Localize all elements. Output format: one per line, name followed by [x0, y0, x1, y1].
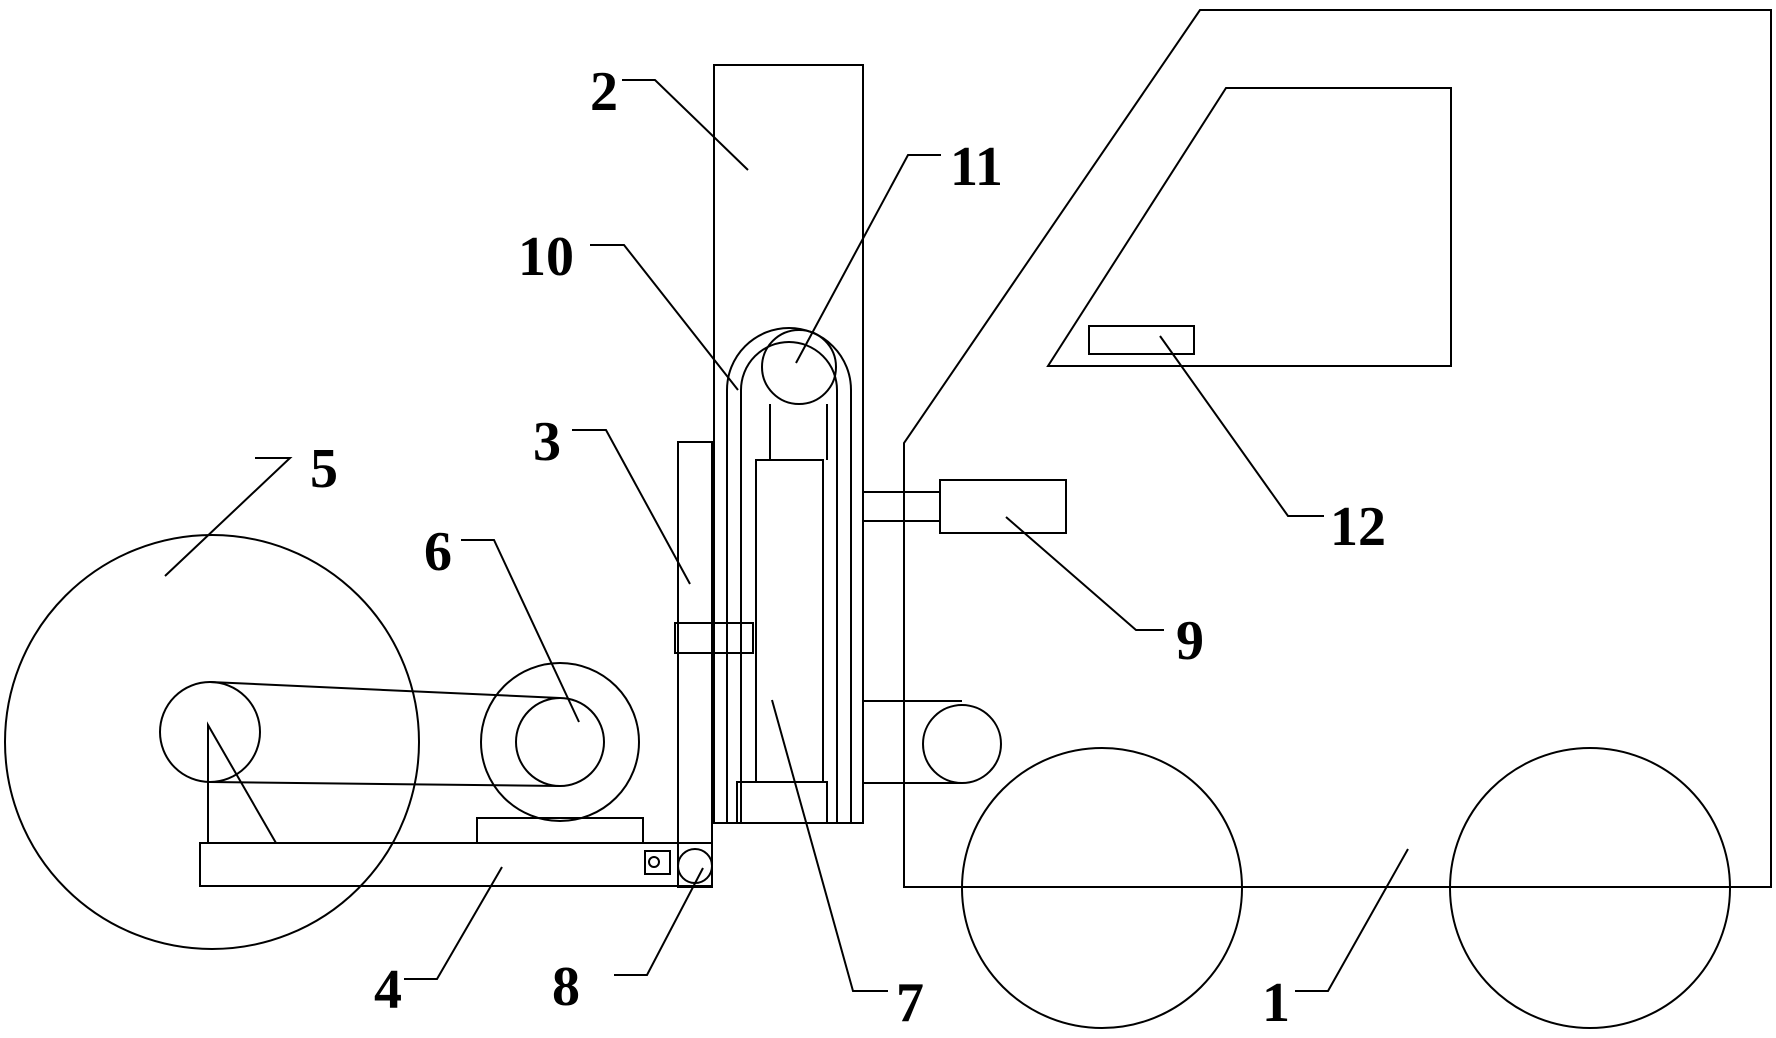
drive-pulley-assembly: [864, 701, 1001, 783]
wheel-support: [208, 725, 276, 843]
label-12: 12: [1330, 496, 1386, 558]
belt-bottom: [210, 782, 560, 786]
motor-pulley-outer: [481, 663, 639, 821]
window-handle-12: [1089, 326, 1194, 354]
cab-window: [1048, 88, 1451, 366]
part-labels: 2 10 11 3 5 6 12 9 4 8 7 1: [310, 61, 1386, 1034]
leader-lines: [165, 80, 1408, 991]
wheel-hub-pulley: [160, 682, 260, 782]
base-plate-4: [200, 818, 712, 886]
mast-2: [714, 65, 863, 823]
label-10: 10: [518, 226, 574, 288]
slide-rail: [678, 442, 712, 887]
vehicle-cab-outline: [904, 10, 1771, 887]
label-8: 8: [552, 956, 580, 1018]
label-5: 5: [310, 438, 338, 500]
connector-block-9: [864, 480, 1066, 533]
cylinder-base: [737, 782, 827, 823]
motor-pulley-inner: [516, 698, 604, 786]
belt-top: [210, 682, 560, 698]
connector-box: [940, 480, 1066, 533]
label-6: 6: [424, 521, 452, 583]
mast-frame: [714, 65, 863, 823]
label-3: 3: [533, 411, 561, 473]
label-7: 7: [896, 972, 924, 1034]
motor-pulley-6: [210, 663, 639, 821]
top-pulley-11: [762, 330, 836, 404]
drive-pulley: [923, 705, 1001, 783]
label-4: 4: [374, 959, 402, 1021]
base-plate: [200, 843, 712, 886]
hinge-bolt: [649, 857, 659, 867]
cylinder-7: [756, 460, 823, 782]
label-11: 11: [950, 136, 1003, 198]
label-2: 2: [590, 61, 618, 123]
label-9: 9: [1176, 610, 1204, 672]
label-1: 1: [1262, 972, 1290, 1034]
hinge-pin-8: [678, 849, 712, 883]
